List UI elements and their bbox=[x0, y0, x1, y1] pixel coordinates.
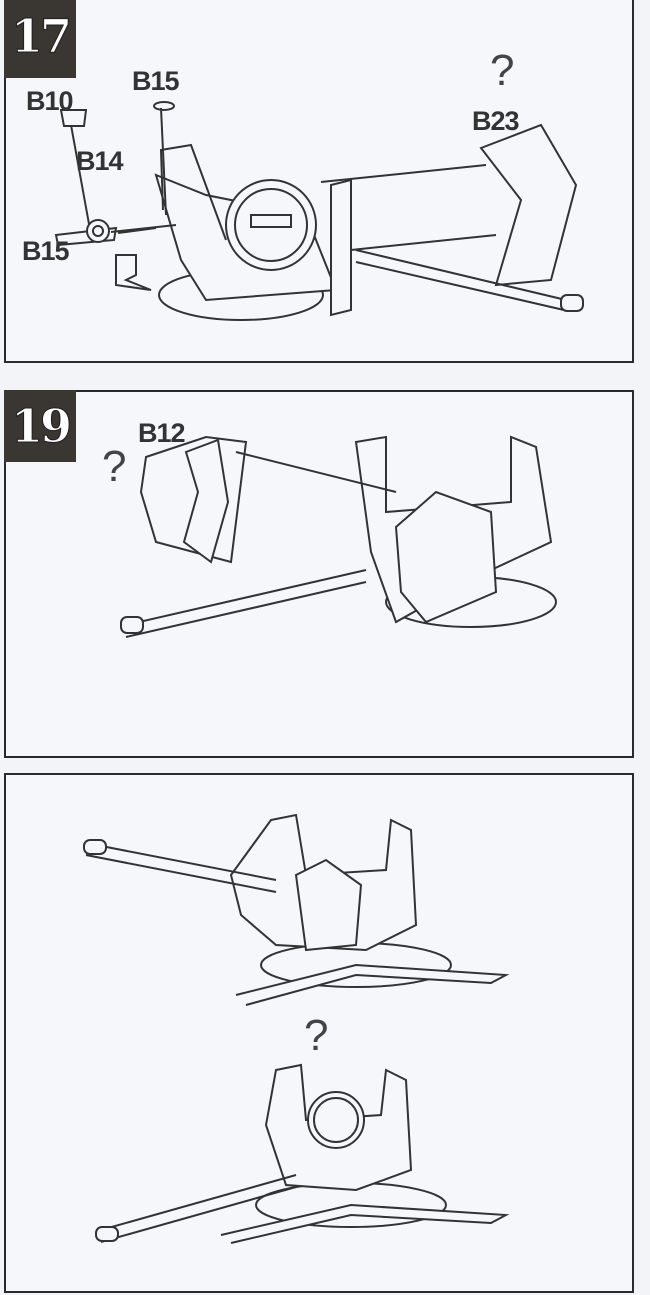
part-label-b12: B12 bbox=[138, 418, 186, 448]
step-number: 17 bbox=[4, 0, 76, 78]
part-label-b15: B15 bbox=[22, 236, 70, 266]
step-19-panel: 19 B12 ? bbox=[4, 390, 634, 758]
part-label-b23: B23 bbox=[472, 106, 520, 136]
part-label-b14: B14 bbox=[76, 146, 124, 176]
gun-assembly-drawing bbox=[120, 435, 557, 638]
step-17-panel: 17 B10 B15 B14 B15 B23 ? bbox=[4, 0, 634, 363]
part-label-b15: B15 bbox=[132, 66, 180, 96]
completed-views-panel: ? bbox=[4, 773, 634, 1293]
completed-gun-views-drawing bbox=[83, 813, 510, 1244]
question-mark: ? bbox=[102, 442, 127, 491]
step-number: 19 bbox=[4, 390, 76, 462]
part-label-b10: B10 bbox=[26, 86, 74, 116]
gun-assembly-drawing bbox=[54, 101, 584, 321]
question-mark: ? bbox=[490, 46, 515, 95]
question-mark: ? bbox=[304, 1011, 329, 1060]
